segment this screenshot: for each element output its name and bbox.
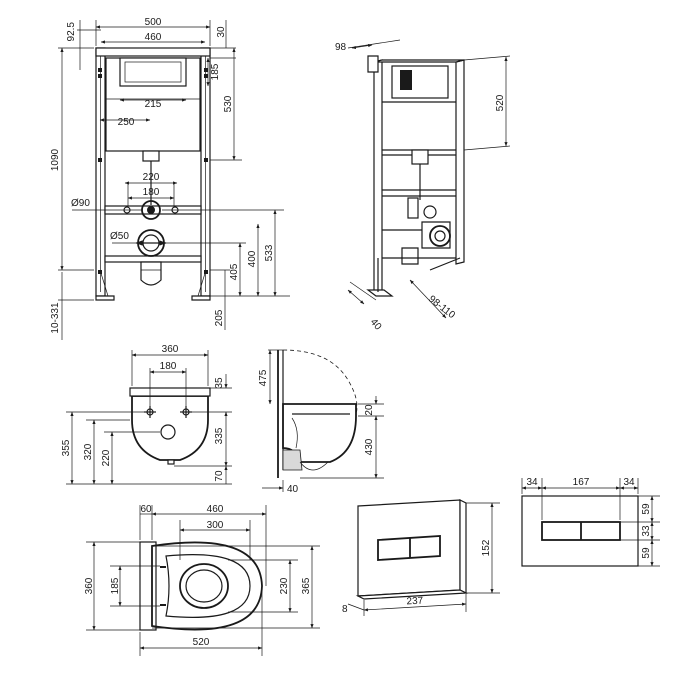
bowl-outline-side: [282, 403, 357, 463]
dim-8: 8: [342, 604, 348, 615]
dim-59-top: 59: [641, 503, 652, 515]
dim-98-110: 98-110: [426, 294, 457, 322]
dim-205: 205: [214, 309, 225, 326]
outlet-elbow: [429, 225, 451, 247]
dim-20: 20: [364, 404, 375, 416]
dim-40-side: 40: [368, 317, 384, 333]
dim-167: 167: [573, 477, 590, 488]
flush-plate-front: 34 167 34 59 33 59: [521, 477, 660, 567]
dim-10-331: 10-331: [50, 302, 61, 334]
dim-98: 98: [335, 42, 347, 53]
dim-365: 365: [301, 577, 312, 594]
dim-d50: Ø50: [110, 231, 129, 242]
dim-533: 533: [264, 244, 275, 261]
dim-35: 35: [214, 377, 225, 389]
bowl-side-view: 475 20 430 40: [258, 349, 384, 495]
frame-top-bar: [95, 47, 211, 57]
dim-475: 475: [258, 369, 269, 386]
bowl-top-view: 60 460 300 360 185 230 365 520: [84, 504, 320, 656]
dim-152: 152: [481, 539, 492, 556]
frame-perspective-view: 98 520 40 98-110: [335, 39, 511, 333]
dim-520: 520: [495, 94, 506, 111]
dim-1090: 1090: [50, 148, 61, 171]
dim-185: 185: [210, 63, 221, 80]
dim-360-bowl: 360: [162, 344, 179, 355]
dim-220: 220: [143, 172, 160, 183]
dim-d90: Ø90: [71, 198, 90, 209]
dim-335: 335: [214, 427, 225, 444]
dim-400: 400: [247, 250, 258, 267]
dim-33: 33: [641, 525, 652, 537]
dim-180-bowl: 180: [160, 361, 177, 372]
dim-40-bowl: 40: [287, 484, 299, 495]
dim-59-bottom: 59: [641, 547, 652, 559]
bowl-opening: [179, 563, 229, 609]
dim-250: 250: [118, 117, 135, 128]
dim-185-top: 185: [110, 577, 121, 594]
dim-215: 215: [145, 99, 162, 110]
frame-front-view: 500 460 92.5 30 185 215 250 530 1090 220…: [50, 17, 290, 340]
dim-500: 500: [145, 17, 162, 28]
dim-320: 320: [83, 443, 94, 460]
bowl-outline-front: [131, 395, 209, 461]
dim-34-right: 34: [623, 477, 635, 488]
flush-plate-face: [357, 499, 461, 597]
dim-92-5: 92.5: [66, 22, 77, 42]
dim-460-top: 460: [207, 504, 224, 515]
bowl-front-view: 360 180 35 335 70 355 320 220: [61, 344, 232, 485]
dim-34-left: 34: [526, 477, 538, 488]
dim-405: 405: [229, 263, 240, 280]
dim-180: 180: [143, 187, 160, 198]
dim-360-top: 360: [84, 577, 95, 594]
flush-buttons-persp: [377, 535, 441, 561]
dim-237: 237: [406, 596, 424, 608]
dim-300: 300: [207, 520, 224, 531]
dim-430: 430: [364, 438, 375, 455]
cistern-service-opening: [119, 57, 187, 87]
dim-220-bowl: 220: [101, 449, 112, 466]
dim-230: 230: [279, 577, 290, 594]
dim-30: 30: [216, 26, 227, 38]
dim-460: 460: [145, 32, 162, 43]
bowl-outline-top: [151, 541, 263, 631]
dim-60: 60: [140, 504, 152, 515]
flush-plate-perspective: 152 237 8: [342, 499, 500, 616]
dim-70: 70: [214, 470, 225, 482]
dim-520: 520: [193, 637, 210, 648]
dim-355: 355: [61, 439, 72, 456]
dim-530: 530: [223, 95, 234, 112]
bowl-mount-plate: [139, 541, 157, 631]
